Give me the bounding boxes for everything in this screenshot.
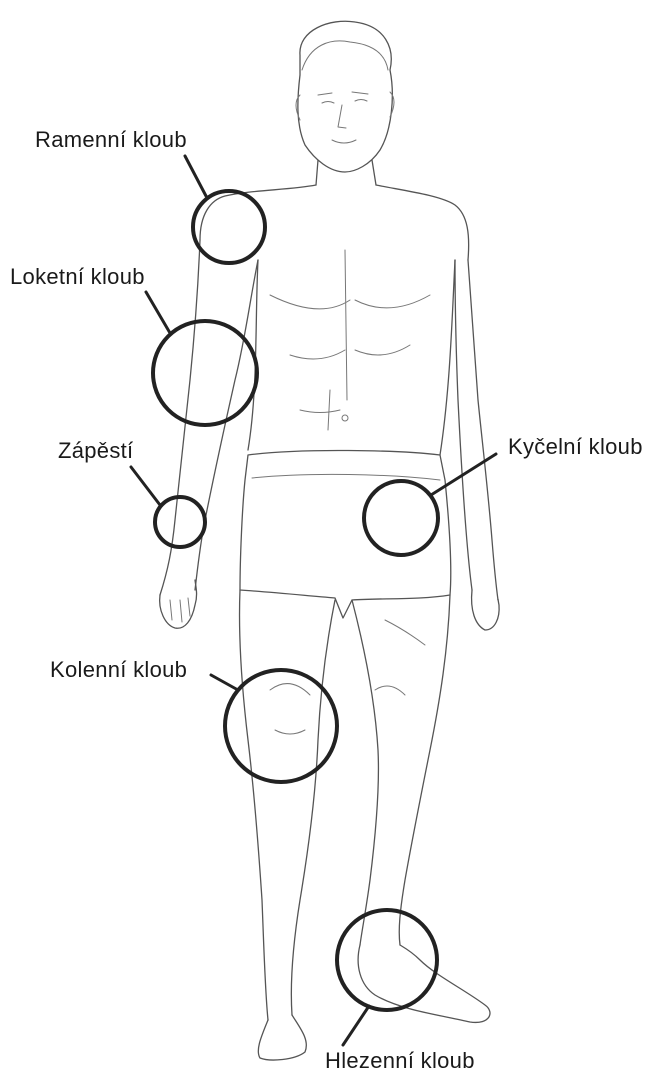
right-leg-outer xyxy=(399,595,450,945)
left-hand-fingers xyxy=(170,598,190,622)
hip-ring xyxy=(364,481,438,555)
shoulder-ring xyxy=(193,191,265,263)
label-elbow: Loketní kloub xyxy=(10,264,145,290)
ears xyxy=(296,92,394,120)
knee-leader xyxy=(211,675,238,690)
label-hip: Kyčelní kloub xyxy=(508,434,643,460)
wrist-leader xyxy=(131,467,160,505)
left-knee-detail xyxy=(270,684,310,734)
label-shoulder: Ramenní kloub xyxy=(35,127,187,153)
left-leg-outer xyxy=(239,590,268,1020)
shorts xyxy=(240,450,451,618)
left-foot xyxy=(258,1015,306,1060)
chest-lines xyxy=(270,250,430,430)
head-outline xyxy=(298,21,392,172)
elbow-ring xyxy=(153,321,257,425)
shoulder-leader xyxy=(185,156,206,196)
right-leg-inner xyxy=(352,600,378,945)
navel xyxy=(342,415,348,421)
face-features xyxy=(318,92,368,143)
label-knee: Kolenní kloub xyxy=(50,657,187,683)
left-leg-inner xyxy=(291,600,335,1015)
torso-right xyxy=(376,185,469,260)
elbow-leader xyxy=(146,292,170,333)
right-hand xyxy=(472,590,500,630)
right-arm-outer xyxy=(468,260,498,600)
right-knee-detail xyxy=(375,620,425,695)
left-hand xyxy=(160,580,197,628)
torso-sides xyxy=(248,260,455,455)
wrist-ring xyxy=(155,497,205,547)
ankle-ring xyxy=(337,910,437,1010)
label-wrist: Zápěstí xyxy=(58,438,133,464)
label-ankle: Hlezenní kloub xyxy=(325,1048,475,1074)
right-arm-inner xyxy=(455,260,472,590)
hair-line xyxy=(302,41,388,70)
ankle-leader xyxy=(343,1006,369,1045)
knee-ring xyxy=(225,670,337,782)
waistband xyxy=(252,474,440,480)
